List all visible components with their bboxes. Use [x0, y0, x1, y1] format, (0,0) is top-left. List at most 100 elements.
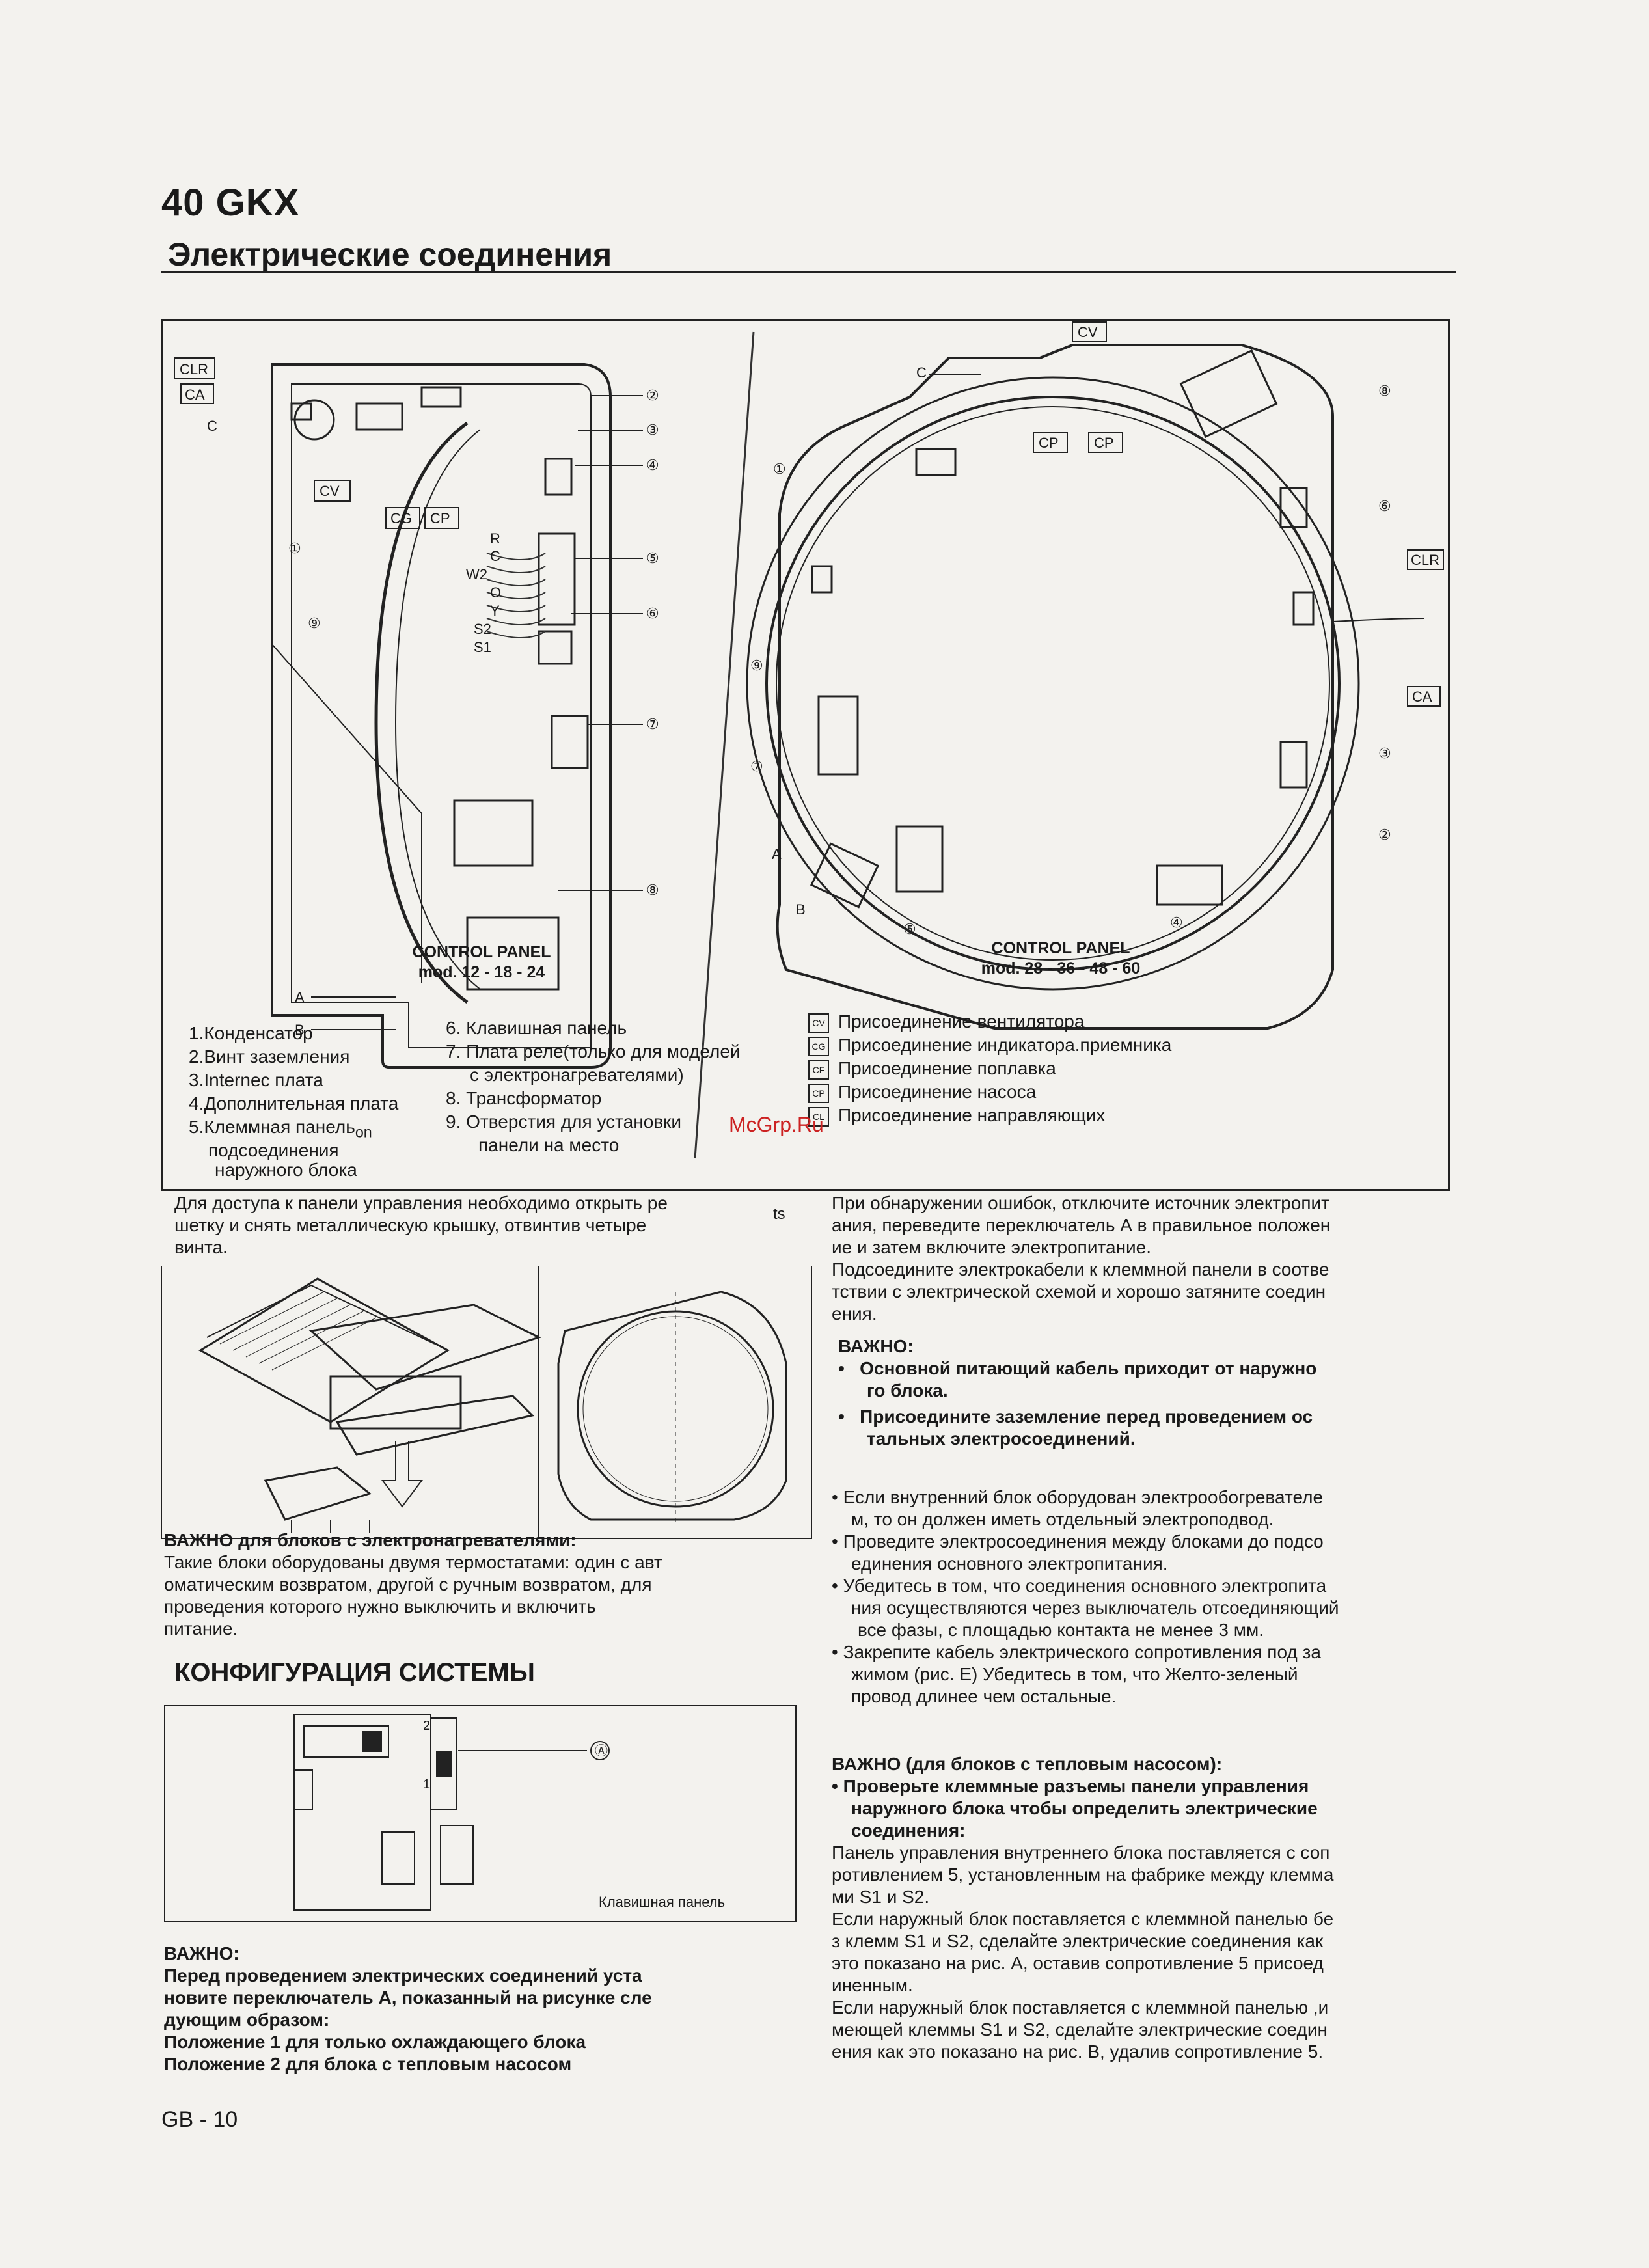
right-p1-line-4: Подсоедините электрокабели к клеммной па… — [832, 1259, 1329, 1279]
model-title: 40 GKX — [161, 182, 300, 224]
rb2-line-2: единения основного электропитания. — [851, 1553, 1168, 1574]
rb4-line-2: жимом (рис. Е) Убедитесь в том, что Желт… — [851, 1664, 1298, 1684]
legend-item-5-text: 5.Клеммная панель — [189, 1117, 355, 1137]
important-left-line-5: Положение 2 для блока с тепловым насосом — [164, 2054, 572, 2074]
hp-line-10: ения как это показано на рис. В, удалив … — [832, 2042, 1324, 2062]
rb4-line-3: провод длинее чем остальные. — [851, 1686, 1117, 1706]
hp-line-9: меющей клеммы S1 и S2, сделайте электрич… — [832, 2019, 1328, 2040]
right-b2-line-1: Присоедините заземление перед проведение… — [860, 1406, 1313, 1427]
right-important-title: ВАЖНО: — [838, 1336, 914, 1356]
important-left-line-4: Положение 1 для только охлаждающего блок… — [164, 2032, 586, 2052]
legend-item-5-line3: наружного блока — [215, 1160, 357, 1180]
heaters-line-2: оматическим возвратом, другой с ручным в… — [164, 1574, 652, 1594]
ts-mark: ts — [773, 1205, 785, 1223]
terminal-c: C — [490, 548, 500, 564]
hp-bullet: • Проверьте клеммные разъемы панели упра… — [832, 1775, 1456, 1842]
right-panel-caption: CONTROL PANEL mod. 28 - 36 - 48 - 60 — [924, 938, 1197, 979]
legend-item-7: 7. Плата реле(только для моделей — [446, 1041, 741, 1061]
legend-item-9: 9. Отверстия для установки — [446, 1112, 682, 1132]
code-cv-icon: CV — [808, 1013, 829, 1033]
access-instructions: Для доступа к панели управления необходи… — [174, 1192, 825, 1259]
num-3: ③ — [646, 422, 659, 438]
legend-item-8: 8. Трансформатор — [446, 1088, 602, 1108]
hp-title: ВАЖНО (для блоков с тепловым насосом): — [832, 1754, 1223, 1774]
right-panel-labels: CV C CP CP CLR CA A B ⑧ ⑥ ① ⑨ ⑦ ③ ② ⑤ ④ — [750, 321, 1444, 937]
num-2: ② — [646, 387, 659, 403]
left-panel-components — [290, 386, 589, 991]
label-ca-right: CA — [1412, 689, 1432, 705]
wiring-figure-box — [161, 319, 1450, 1191]
important-left: ВАЖНО: Перед проведением электрических с… — [164, 1943, 815, 2075]
num-8: ⑧ — [646, 882, 659, 898]
important-left-line-1: Перед проведением электрических соединен… — [164, 1965, 642, 1986]
legend-cp-text: Присоединение насоса — [838, 1082, 1037, 1102]
num-9-right: ⑨ — [750, 657, 763, 674]
label-a-right: A — [772, 846, 782, 862]
legend-item-4: 4.Дополнительная плата — [189, 1093, 399, 1114]
right-p1-line-5: тствии с электрической схемой и хорошо з… — [832, 1281, 1326, 1302]
num-5: ⑤ — [646, 550, 659, 566]
heaters-line-1: Такие блоки оборудованы двумя термостата… — [164, 1552, 662, 1572]
label-cg: CG — [390, 510, 412, 526]
heaters-title: ВАЖНО для блоков с электронагревателями: — [164, 1530, 577, 1550]
label-clr-right: CLR — [1411, 552, 1439, 568]
num-1-right: ① — [773, 461, 786, 477]
num-7: ⑦ — [646, 716, 659, 732]
hp-line-6: это показано на рис. А, оставив сопротив… — [832, 1953, 1324, 1973]
legend-cv-text: Присоединение вентилятора — [838, 1011, 1085, 1032]
legend-item-1: 1.Конденсатор — [189, 1023, 313, 1043]
access-line-3: винта. — [174, 1237, 228, 1257]
important-left-line-3: дующим образом: — [164, 2010, 330, 2030]
hp-line-7: иненным. — [832, 1975, 913, 1995]
hp-line-8: Если наружный блок поставляется с клеммн… — [832, 1997, 1329, 2017]
right-bullet-2: • Проведите электросоединения между блок… — [832, 1531, 1456, 1575]
legend-on-suffix: on — [355, 1123, 372, 1141]
right-p1-line-2: ания, переведите переключатель А в прави… — [832, 1215, 1331, 1235]
left-panel-drawing — [271, 363, 612, 1069]
left-panel-caption: CONTROL PANEL mod. 12 - 18 - 24 — [351, 942, 612, 983]
legend-item-3: 3.Internec плата — [189, 1070, 323, 1090]
num-6-right: ⑥ — [1378, 498, 1391, 514]
right-important-bullet-2: • Присоедините заземление перед проведен… — [838, 1406, 1456, 1450]
hp-line-5: з клемм S1 и S2, сделайте электрические … — [832, 1931, 1324, 1951]
hp-line-1: Панель управления внутреннего блока пост… — [832, 1842, 1330, 1863]
access-line-1: Для доступа к панели управления необходи… — [174, 1193, 668, 1213]
num-9: ⑨ — [308, 615, 321, 631]
num-1: ① — [288, 540, 301, 556]
heaters-line-3: проведения которого нужно выключить и вк… — [164, 1596, 596, 1617]
num-3-right: ③ — [1378, 745, 1391, 761]
legend-item-7-line2: с электронагревателями) — [470, 1065, 684, 1085]
hp-line-3: ми S1 и S2. — [832, 1887, 930, 1907]
heaters-line-4: питание. — [164, 1619, 238, 1639]
access-illustration — [161, 1266, 812, 1539]
config-diagram: 2 1 Ⓐ Клавишная панель — [293, 1714, 725, 1911]
hp-bullet-line-3: соединения: — [851, 1820, 966, 1840]
legend-item-5: 5.Клеммная панельon — [189, 1115, 372, 1144]
code-cg-icon: CG — [808, 1036, 829, 1056]
legend-item-9-line2: панели на место — [478, 1135, 620, 1155]
right-bullets: • Если внутренний блок оборудован электр… — [832, 1486, 1456, 1708]
label-cv: CV — [320, 483, 340, 499]
left-caption-line2: mod. 12 - 18 - 24 — [418, 963, 545, 982]
hp-line-4: Если наружный блок поставляется с клеммн… — [832, 1909, 1334, 1929]
left-caption-line1: CONTROL PANEL — [412, 943, 551, 961]
right-p1-line-1: При обнаружении ошибок, отключите источн… — [832, 1193, 1329, 1213]
num-4: ④ — [646, 457, 659, 473]
label-a: A — [295, 989, 305, 1005]
right-b2-line-2: тальных электросоединений. — [867, 1428, 1136, 1449]
terminal-r: R — [490, 530, 500, 547]
important-left-title: ВАЖНО: — [164, 1943, 239, 1963]
label-c-right: C — [916, 364, 927, 381]
right-important-bullet-1: • Основной питающий кабель приходит от н… — [838, 1358, 1456, 1402]
label-b-right: B — [796, 901, 806, 918]
code-cp-icon: CP — [808, 1083, 829, 1103]
legend-item-5-line2: подсоединения — [208, 1140, 339, 1160]
title-divider — [161, 271, 1456, 273]
terminal-w2: W2 — [466, 566, 487, 582]
num-6: ⑥ — [646, 605, 659, 622]
hp-text: Панель управления внутреннего блока пост… — [832, 1842, 1456, 2063]
hp-line-2: ротивлением 5, установленным на фабрике … — [832, 1865, 1334, 1885]
